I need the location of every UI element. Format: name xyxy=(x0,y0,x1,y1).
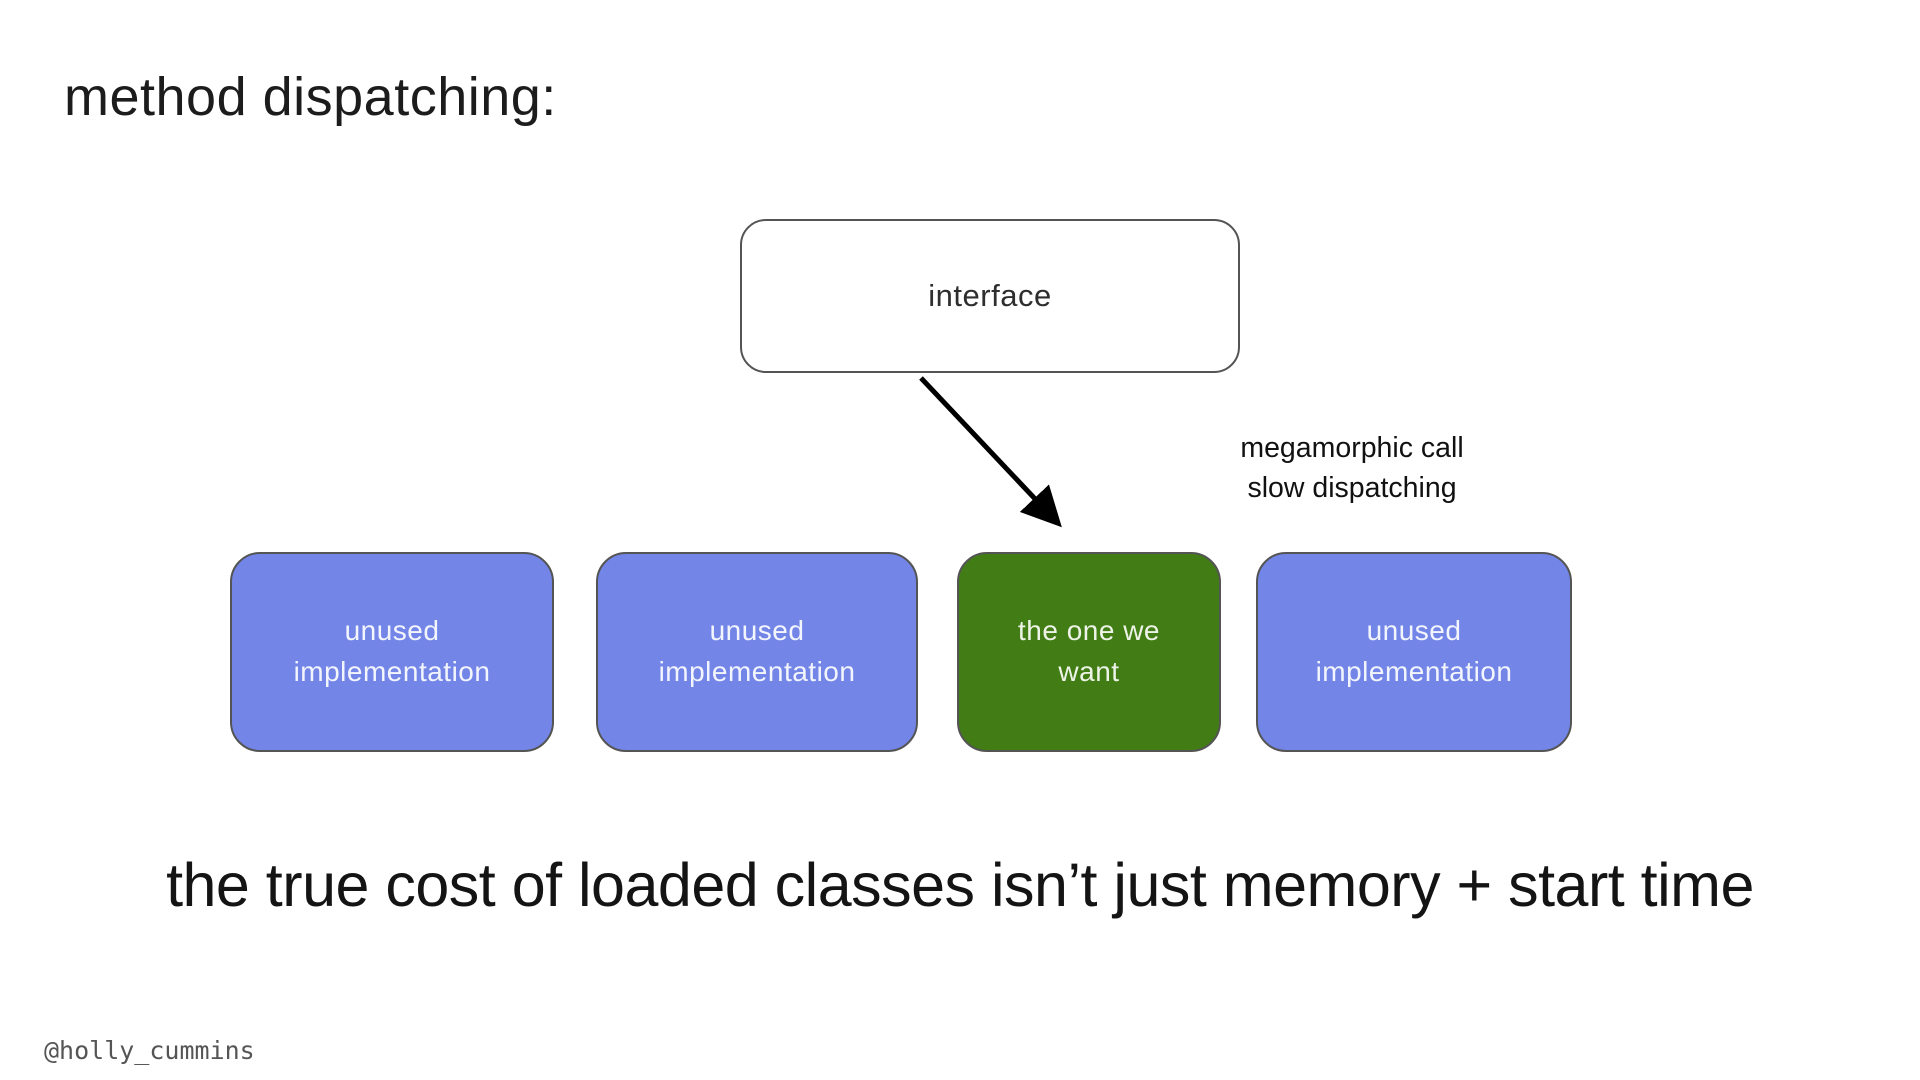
impl-node-unused-3: unused implementation xyxy=(1256,552,1572,752)
impl-node-label-line: want xyxy=(1058,656,1120,687)
impl-node-label-line: unused xyxy=(1366,615,1462,647)
impl-node-label-line: unused xyxy=(709,615,805,647)
impl-node-label-line: the one we xyxy=(1018,615,1160,647)
statement-text: the true cost of loaded classes isn’t ju… xyxy=(166,851,1754,919)
impl-node-label-line: implementation xyxy=(658,656,856,687)
impl-node-label-line: implementation xyxy=(1315,656,1513,687)
footer-twitter-handle: @holly_cummins xyxy=(44,1036,255,1065)
impl-node-label-line: unused xyxy=(344,615,440,647)
impl-node-target: the one we want xyxy=(957,552,1221,752)
annotation-megamorphic: megamorphic call slow dispatching xyxy=(1202,428,1502,509)
interface-node: interface xyxy=(740,219,1240,373)
annotation-line-1: megamorphic call xyxy=(1240,432,1464,464)
impl-node-unused-1: unused implementation xyxy=(230,552,554,752)
interface-node-label: interface xyxy=(928,278,1052,313)
dispatch-arrow xyxy=(919,376,1062,528)
impl-node-label-line: implementation xyxy=(293,656,491,687)
impl-node-unused-2: unused implementation xyxy=(596,552,918,752)
slide-title: method dispatching: xyxy=(64,67,557,127)
annotation-line-2: slow dispatching xyxy=(1247,472,1457,505)
